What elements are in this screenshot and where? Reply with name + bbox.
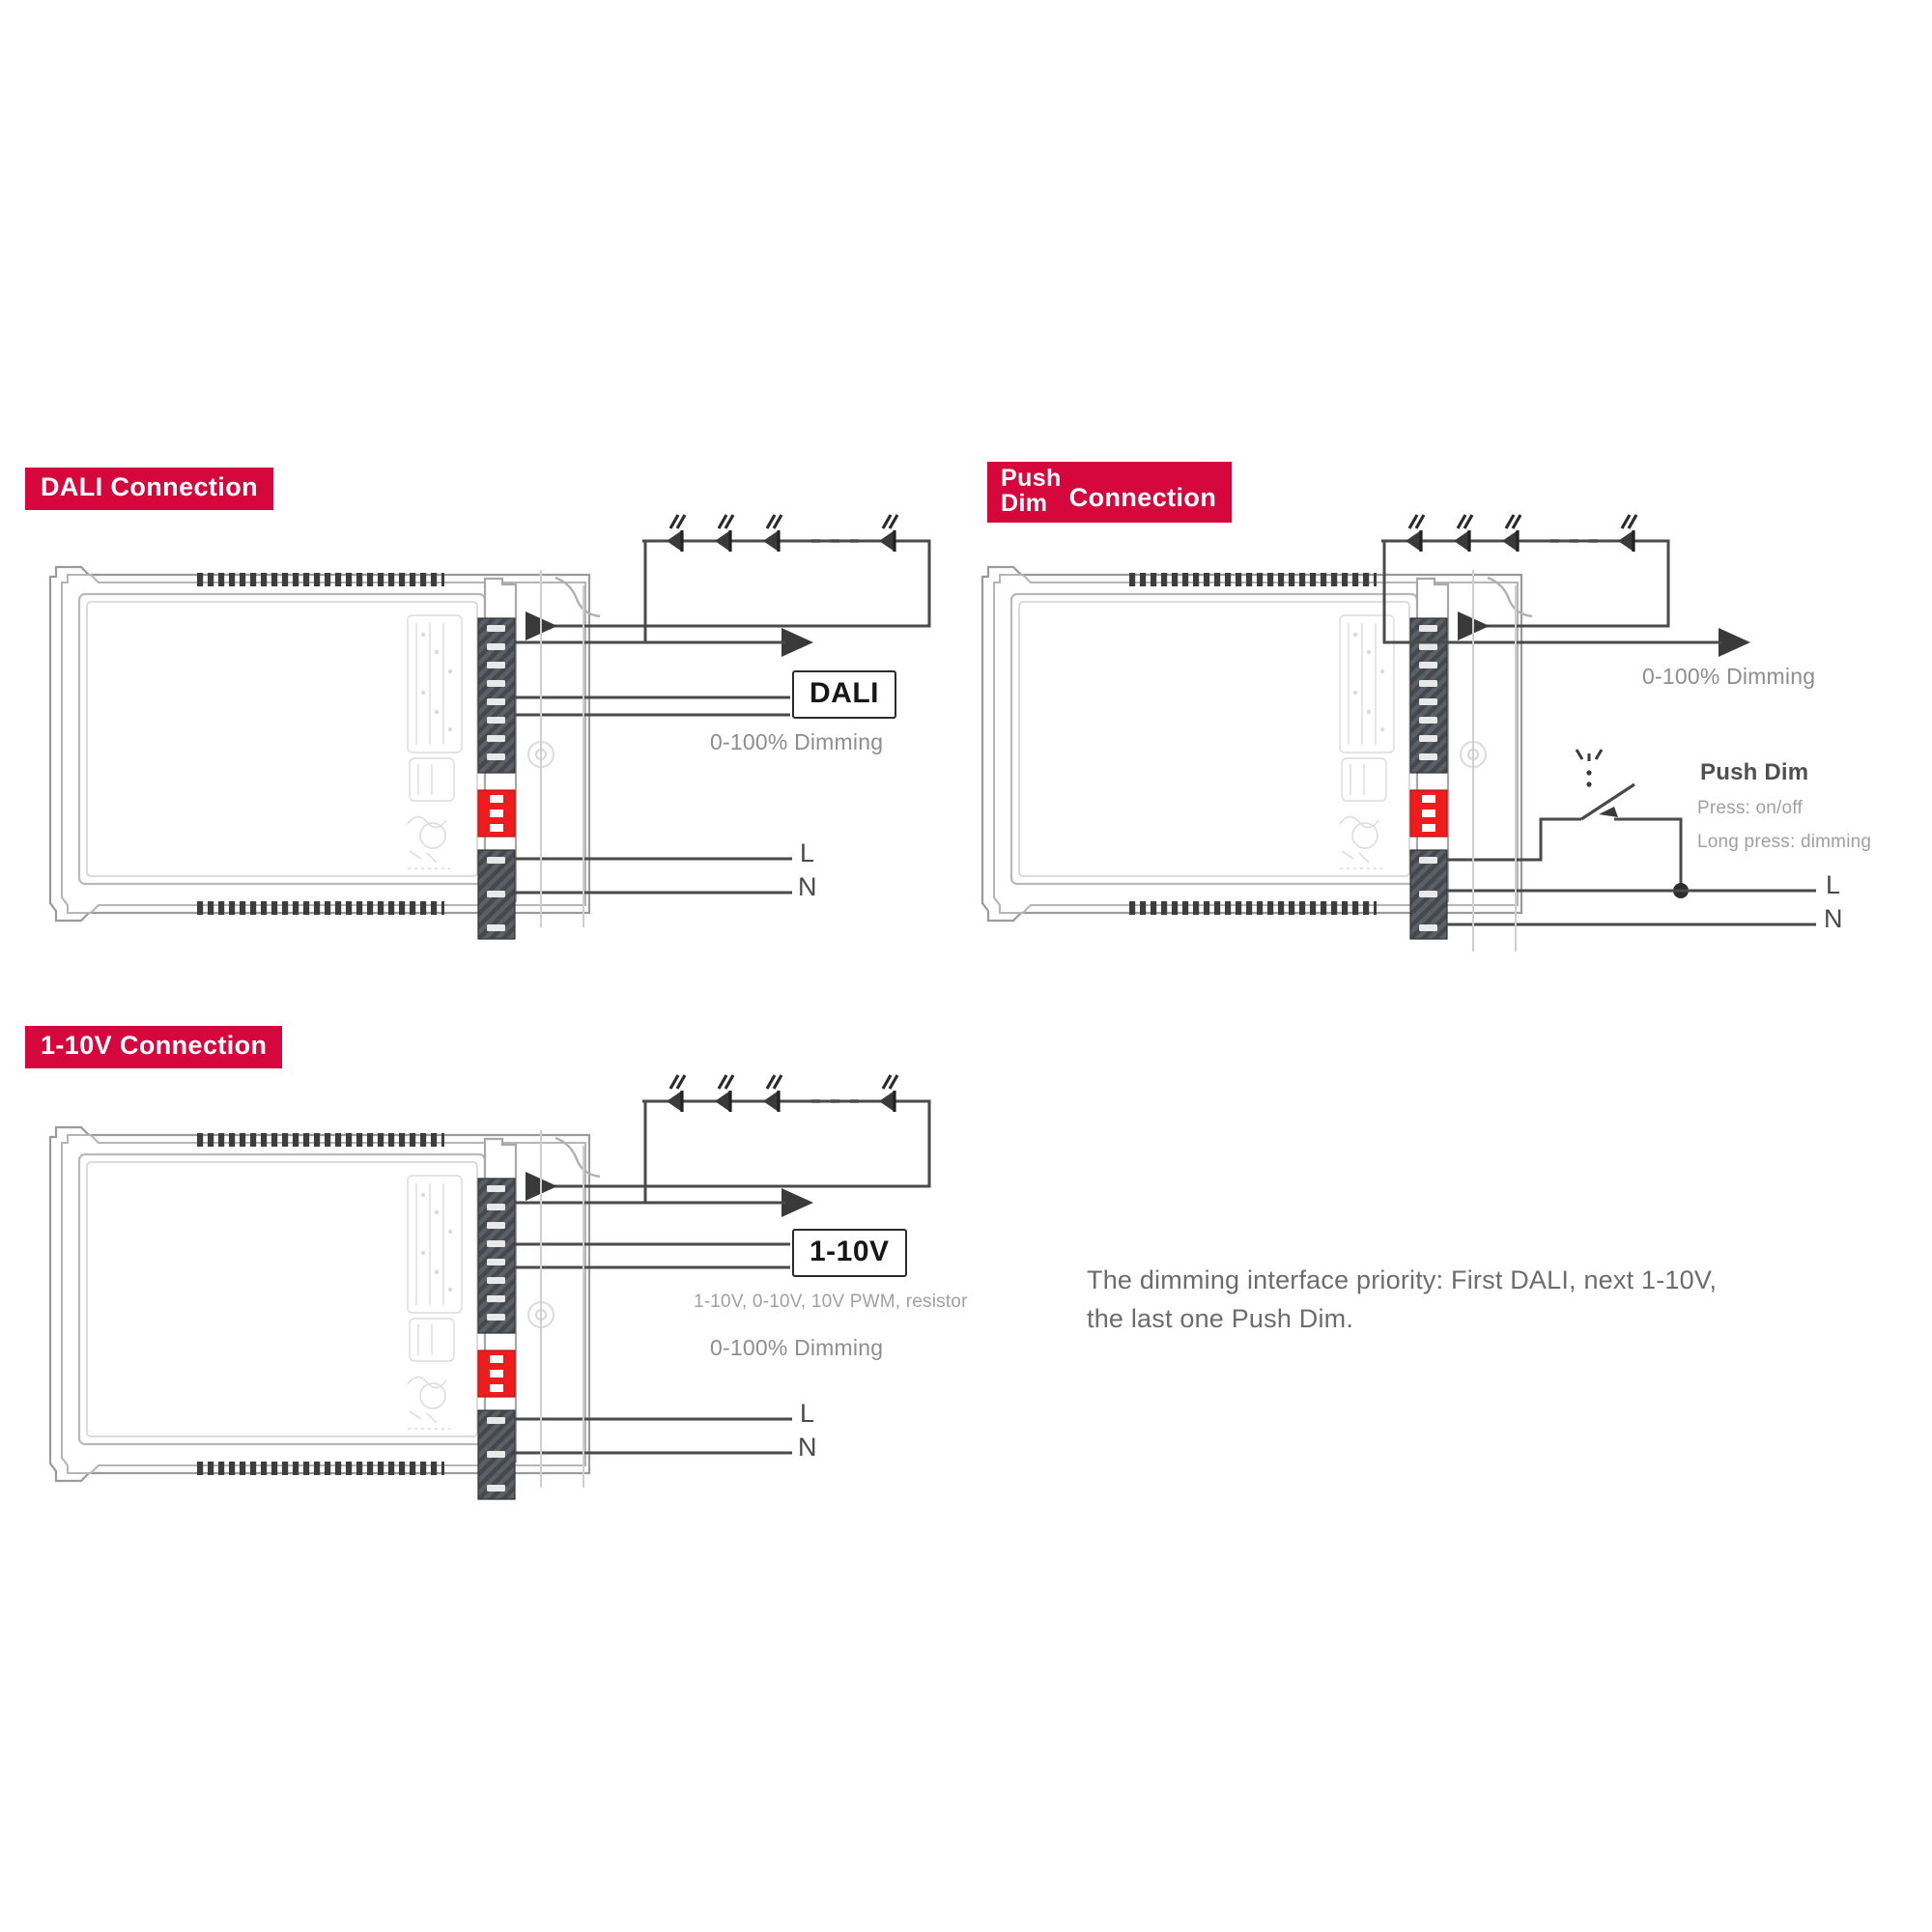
pushdim-dimming-note-text: 0-100% Dimming bbox=[1642, 664, 1816, 689]
badge-pushdim-connection: Push Dim Connection bbox=[987, 462, 1233, 523]
dip-switch bbox=[477, 789, 516, 838]
panel-1-10v-artwork bbox=[48, 1073, 931, 1500]
output-terminal-block bbox=[477, 1178, 516, 1334]
input-terminal-block bbox=[477, 849, 516, 940]
1-10v-neutral-label: N bbox=[798, 1433, 817, 1462]
dali-dimming-note-text: 0-100% Dimming bbox=[710, 729, 884, 754]
interface-label-1-10v[interactable]: 1-10V bbox=[792, 1229, 907, 1277]
pushdim-switch-longpress: Long press: dimming bbox=[1697, 832, 1872, 852]
dali-dimming-note: 0-100% Dimming bbox=[710, 729, 883, 755]
pushdim-neutral-label: N bbox=[1824, 904, 1843, 933]
interface-label-1-10v-text: 1-10V bbox=[810, 1236, 890, 1267]
input-terminal-block bbox=[477, 1409, 516, 1500]
badge-1-10v-connection: 1-10V Connection bbox=[25, 1026, 283, 1068]
badge-pushdim-line1: Push bbox=[1001, 465, 1062, 492]
dali-live-label: L bbox=[800, 838, 815, 867]
pushdim-dimming-note: 0-100% Dimming bbox=[1642, 664, 1815, 690]
pushdim-switch-title: Push Dim bbox=[1700, 759, 1809, 785]
panel-dali-artwork bbox=[48, 513, 931, 940]
dimming-priority-note-text: The dimming interface priority: First DA… bbox=[1087, 1264, 1718, 1334]
badge-dali-connection: DALI Connection bbox=[25, 468, 273, 510]
1-10v-interface-types-note: 1-10V, 0-10V, 10V PWM, resistor bbox=[694, 1292, 968, 1312]
badge-pushdim-tail: Connection bbox=[1068, 482, 1217, 512]
input-terminal-block bbox=[1409, 849, 1448, 940]
badge-dali-label: DALI Connection bbox=[41, 472, 258, 501]
badge-pushdim-stack: Push Dim bbox=[1001, 465, 1062, 517]
badge-1-10v-label: 1-10V Connection bbox=[41, 1031, 268, 1060]
1-10v-live-label: L bbox=[800, 1399, 815, 1428]
1-10v-dimming-note: 0-100% Dimming bbox=[710, 1335, 884, 1360]
dip-switch bbox=[477, 1350, 516, 1398]
dimming-priority-note: The dimming interface priority: First DA… bbox=[1087, 1221, 1782, 1339]
pushdim-live-label: L bbox=[1826, 870, 1841, 899]
interface-label-dali-text: DALI bbox=[810, 677, 879, 709]
dali-neutral-label: N bbox=[798, 872, 817, 901]
dip-switch bbox=[1409, 789, 1448, 838]
badge-pushdim-line2: Dim bbox=[1001, 489, 1048, 517]
pushdim-switch-press: Press: on/off bbox=[1697, 798, 1803, 818]
panel-pushdim-artwork bbox=[980, 513, 1816, 952]
interface-label-dali[interactable]: DALI bbox=[792, 670, 896, 719]
output-terminal-block bbox=[477, 617, 516, 774]
